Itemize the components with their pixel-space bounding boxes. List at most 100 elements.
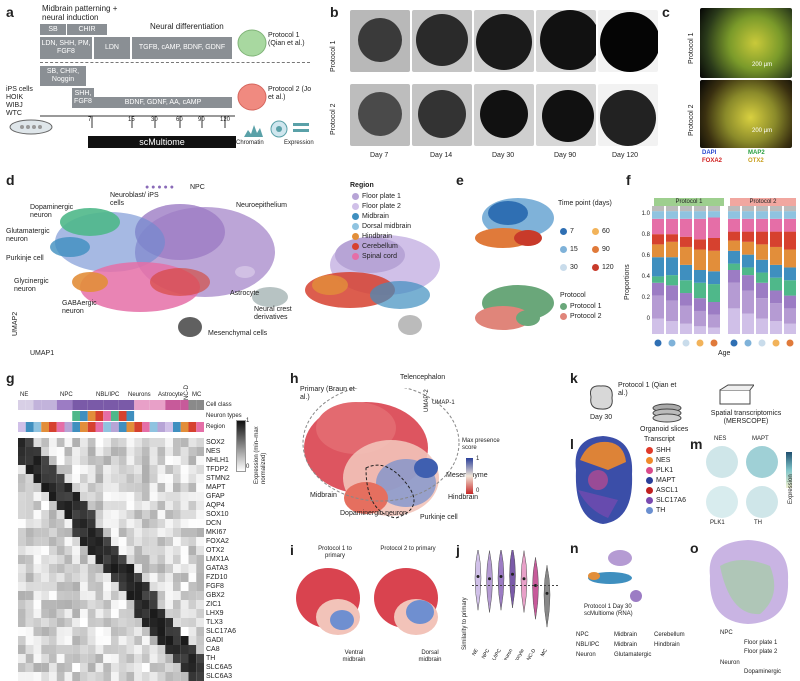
g-heatmap-cell <box>49 501 57 510</box>
g-heatmap-cell <box>165 501 173 510</box>
c-protocol1: Protocol 1 <box>688 32 695 64</box>
g-heatmap-cell <box>95 456 104 465</box>
b-protocol1: Protocol 1 <box>330 40 337 72</box>
g-heatmap-cell <box>126 636 135 645</box>
transcript-legend-dot <box>646 456 653 464</box>
protocol-legend-dot <box>560 312 567 320</box>
g-heatmap-cell <box>64 600 73 609</box>
g-heatmap-cell <box>126 483 135 492</box>
protocol-legend-label: Protocol 1 <box>570 303 602 310</box>
g-heatmap-cell <box>142 636 150 645</box>
g-heatmap-cell <box>134 510 142 519</box>
g-heatmap-cell <box>103 528 111 537</box>
g-heatmap-cell <box>126 492 135 501</box>
g-heatmap-cell <box>103 501 111 510</box>
g-heatmap-cell <box>87 636 96 645</box>
g-gene-label: FGF8 <box>206 583 224 590</box>
g-heatmap-cell <box>149 492 158 501</box>
g-heatmap-cell <box>134 582 142 591</box>
e-umap-timepoint <box>475 198 554 248</box>
g-heatmap-cell <box>173 483 181 492</box>
b-img-p1-d120 <box>598 10 658 72</box>
h-midbrain: Midbrain <box>310 492 337 499</box>
f-protocol2: Protocol 2 <box>730 198 796 206</box>
g-heatmap-cell <box>142 492 150 501</box>
g-heatmap-cell <box>173 519 181 528</box>
f-bar-segment <box>708 314 720 328</box>
j-violin <box>543 565 551 628</box>
g-heatmap-cell <box>18 609 26 618</box>
region-legend-label: Floor plate 2 <box>362 203 401 210</box>
a-day-90: 90 <box>198 117 205 123</box>
h-umap <box>302 388 460 519</box>
g-heatmap-cell <box>188 456 197 465</box>
g-heatmap-cell <box>157 474 166 483</box>
g-heatmap-cell <box>95 483 104 492</box>
f-bar-segment <box>680 323 692 334</box>
g-heatmap-cell <box>95 510 104 519</box>
g-heatmap-cell <box>95 546 104 555</box>
f-bar-segment <box>666 275 678 286</box>
f-bar-segment <box>756 272 768 283</box>
g-heatmap-cell <box>126 528 135 537</box>
g-heatmap-cell <box>142 510 150 519</box>
g-heatmap-cell <box>80 537 88 546</box>
g-heatmap-cell <box>188 537 197 546</box>
g-heatmap-cell <box>49 645 57 654</box>
g-heatmap-cell <box>33 645 42 654</box>
g-heatmap-cell <box>80 654 88 663</box>
g-gene-label: FOXA2 <box>206 538 229 545</box>
g-heatmap-cell <box>188 492 197 501</box>
g-heatmap-cell <box>173 456 181 465</box>
transcript-legend-dot <box>646 506 653 514</box>
g-heatmap-cell <box>56 537 65 546</box>
g-heatmap-cell <box>103 537 111 546</box>
g-heatmap-cell <box>142 663 150 672</box>
g-heatmap-cell <box>33 654 42 663</box>
g-heatmap-cell <box>64 654 73 663</box>
g-heatmap-cell <box>33 465 42 474</box>
protocol1-organoid-icon <box>236 28 268 63</box>
g-heatmap-cell <box>111 555 119 564</box>
f-bar-segment <box>680 206 692 212</box>
g-heatmap-cell <box>173 546 181 555</box>
f-bar-segment <box>728 282 740 309</box>
j-category-label: NPC <box>481 648 492 660</box>
f-bar-segment <box>694 298 706 311</box>
d-astrocyte: Astrocyte <box>230 290 260 297</box>
g-heatmap-cell <box>18 492 26 501</box>
g-annotation-cell <box>72 411 80 421</box>
g-neuron-types: Neuron types <box>206 413 242 419</box>
transcript-legend-label: TH <box>656 507 666 514</box>
g-heatmap-cell <box>25 483 34 492</box>
g-annotation-cell <box>111 411 119 421</box>
g-heatmap-cell <box>142 501 150 510</box>
d-dopaminergic: Dopaminergic neuron <box>30 204 74 219</box>
g-heatmap-cell <box>103 654 111 663</box>
g-heatmap-cell <box>196 555 204 564</box>
f-bar-segment <box>666 206 678 212</box>
g-heatmap-cell <box>188 447 197 456</box>
c-otx2: OTX2 <box>748 158 764 164</box>
g-heatmap-cell <box>103 663 111 672</box>
f-bar-segment <box>770 303 782 322</box>
g-heatmap-cell <box>149 573 158 582</box>
g-heatmap-cell <box>18 645 26 654</box>
g-annotation-cell <box>18 422 26 432</box>
g-heatmap-cell <box>111 456 119 465</box>
g-annotation-cell <box>18 400 26 410</box>
g-heatmap-cell <box>118 654 127 663</box>
g-colorbar-min: 0 <box>246 464 250 470</box>
f-xlabel: Age <box>718 350 731 357</box>
g-heatmap-cell <box>165 591 173 600</box>
g-annotation-cell <box>33 400 42 410</box>
g-heatmap-cell <box>157 582 166 591</box>
g-heatmap-cell <box>72 555 80 564</box>
g-heatmap-cell <box>188 645 197 654</box>
f-bar-segment <box>728 231 740 241</box>
g-heatmap-cell <box>72 609 80 618</box>
timepoint-legend-dot <box>560 245 567 253</box>
transcript-legend-item: TH <box>646 506 686 516</box>
g-annotation-cell <box>134 422 142 432</box>
g-heatmap-cell <box>157 672 166 681</box>
